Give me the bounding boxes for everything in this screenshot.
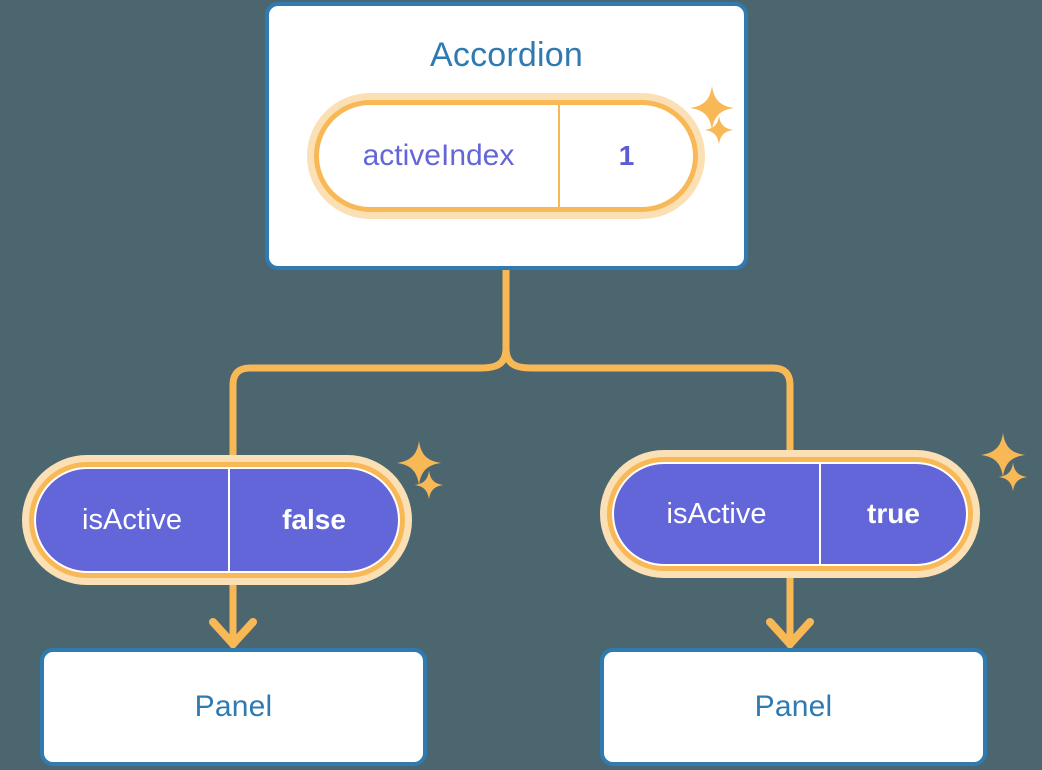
state-badge-value: true [819,464,966,564]
connector-branch-left [229,344,510,474]
state-badge-ring: activeIndex 1 [314,100,698,212]
state-badge-is-active-true[interactable]: isActive true [600,450,980,578]
state-badge-body: isActive false [34,467,400,573]
component-title-accordion: Accordion [430,36,583,74]
component-card-panel-right[interactable]: Panel [600,648,987,766]
connector-branch-right [502,344,794,467]
sparkle-left-pill-small [414,470,444,500]
state-badge-body: isActive true [612,462,968,566]
state-badge-ring: isActive false [29,462,405,578]
arrow-down-icon-right [766,618,814,648]
state-badge-key: isActive [666,497,767,530]
component-title-panel-left: Panel [194,690,273,723]
state-badge-active-index[interactable]: activeIndex 1 [307,93,705,219]
component-card-panel-left[interactable]: Panel [40,648,427,766]
state-badge-is-active-false[interactable]: isActive false [22,455,412,585]
state-badge-value: false [228,469,398,571]
state-badge-key: activeIndex [362,139,515,172]
arrow-down-icon-left [209,618,257,648]
sparkle-right-pill-small [998,462,1028,492]
sparkle-left-pill-large [396,440,442,486]
state-badge-value: 1 [558,105,693,207]
state-badge-body: activeIndex 1 [319,105,693,207]
sparkle-right-pill-large [980,432,1026,478]
state-badge-ring: isActive true [607,457,973,571]
component-title-panel-right: Panel [754,690,833,723]
state-badge-key: isActive [82,503,182,536]
